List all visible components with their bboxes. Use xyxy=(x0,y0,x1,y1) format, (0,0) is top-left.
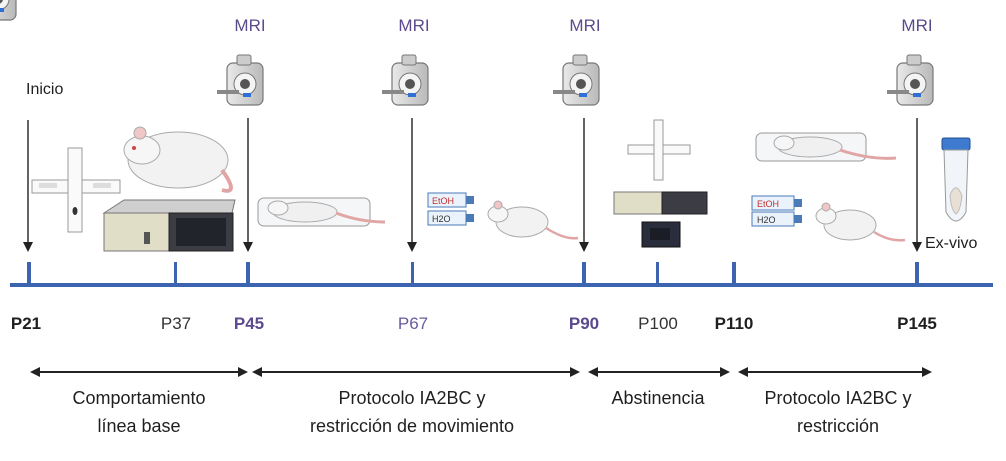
bottle-label-etoh-2: EtOH xyxy=(757,199,779,209)
exvivo-label: Ex-vivo xyxy=(925,235,978,252)
inicio-label: Inicio xyxy=(26,81,64,98)
mouse-icon-1 xyxy=(487,200,579,240)
tick-p145 xyxy=(915,262,919,284)
bottles-icon-2: EtOH H2O xyxy=(751,195,802,227)
phase-label-protocol-2-line2: restricción xyxy=(796,416,880,436)
timepoint-p67: P67 xyxy=(397,314,429,333)
bottle-label-h2o: H2O xyxy=(432,214,451,224)
small-plus-maze-icon xyxy=(627,119,691,181)
event-arrows xyxy=(23,118,922,252)
tick-p45 xyxy=(246,262,250,284)
restraint-tube-icon-1 xyxy=(257,197,386,227)
tick-p90 xyxy=(582,262,586,284)
small-box-icon xyxy=(613,191,708,248)
phase-label-baseline: Comportamiento línea base xyxy=(72,384,205,440)
phase-label-protocol-1-line1: Protocolo IA2BC y xyxy=(338,388,486,408)
phase-label-abstinence-line1: Abstinencia xyxy=(611,388,705,408)
timepoint-p90: P90 xyxy=(568,314,600,333)
bottles-icon-1: EtOH H2O xyxy=(427,192,474,226)
timeline-ticks xyxy=(27,262,919,284)
mri-label-p67: MRI xyxy=(398,16,430,35)
tick-p21 xyxy=(27,262,31,284)
rat-icon xyxy=(123,126,233,193)
timepoint-p21: P21 xyxy=(10,314,42,333)
phase-label-baseline-line1: Comportamiento xyxy=(72,388,206,408)
tick-p67 xyxy=(411,262,414,284)
phase-label-baseline-line2: línea base xyxy=(97,416,181,436)
timepoint-p110: P110 xyxy=(714,314,754,333)
mri-label-p45: MRI xyxy=(234,16,266,35)
timeline-axis xyxy=(10,283,993,287)
tick-p110 xyxy=(732,262,736,284)
mri-scanner-icon xyxy=(0,0,17,21)
phase-label-protocol-1-line2: restricción de movimiento xyxy=(309,416,515,436)
tick-p100 xyxy=(656,262,659,284)
timepoint-p145: P145 xyxy=(897,314,937,333)
phase-label-protocol-2: Protocolo IA2BC y restricción xyxy=(764,384,911,440)
timepoint-p37: P37 xyxy=(160,314,192,333)
bottle-label-etoh: EtOH xyxy=(432,196,454,206)
behaviour-box-icon xyxy=(102,199,236,252)
tick-p37 xyxy=(174,262,177,284)
mri-label-p145: MRI xyxy=(901,16,933,35)
phase-label-protocol-1: Protocolo IA2BC y restricción de movimie… xyxy=(310,384,514,440)
mouse-icon-2 xyxy=(815,202,906,242)
phase-label-protocol-2-line1: Protocolo IA2BC y xyxy=(764,388,912,408)
bottle-label-h2o-2: H2O xyxy=(757,215,776,225)
sample-tube-icon xyxy=(941,137,971,222)
plus-maze-icon xyxy=(31,147,121,233)
timepoint-p100: P100 xyxy=(638,314,678,333)
mri-label-p90: MRI xyxy=(569,16,601,35)
phase-label-abstinence: Abstinencia xyxy=(611,384,704,412)
restraint-tube-icon-2 xyxy=(755,132,897,162)
timepoint-p45: P45 xyxy=(233,314,265,333)
